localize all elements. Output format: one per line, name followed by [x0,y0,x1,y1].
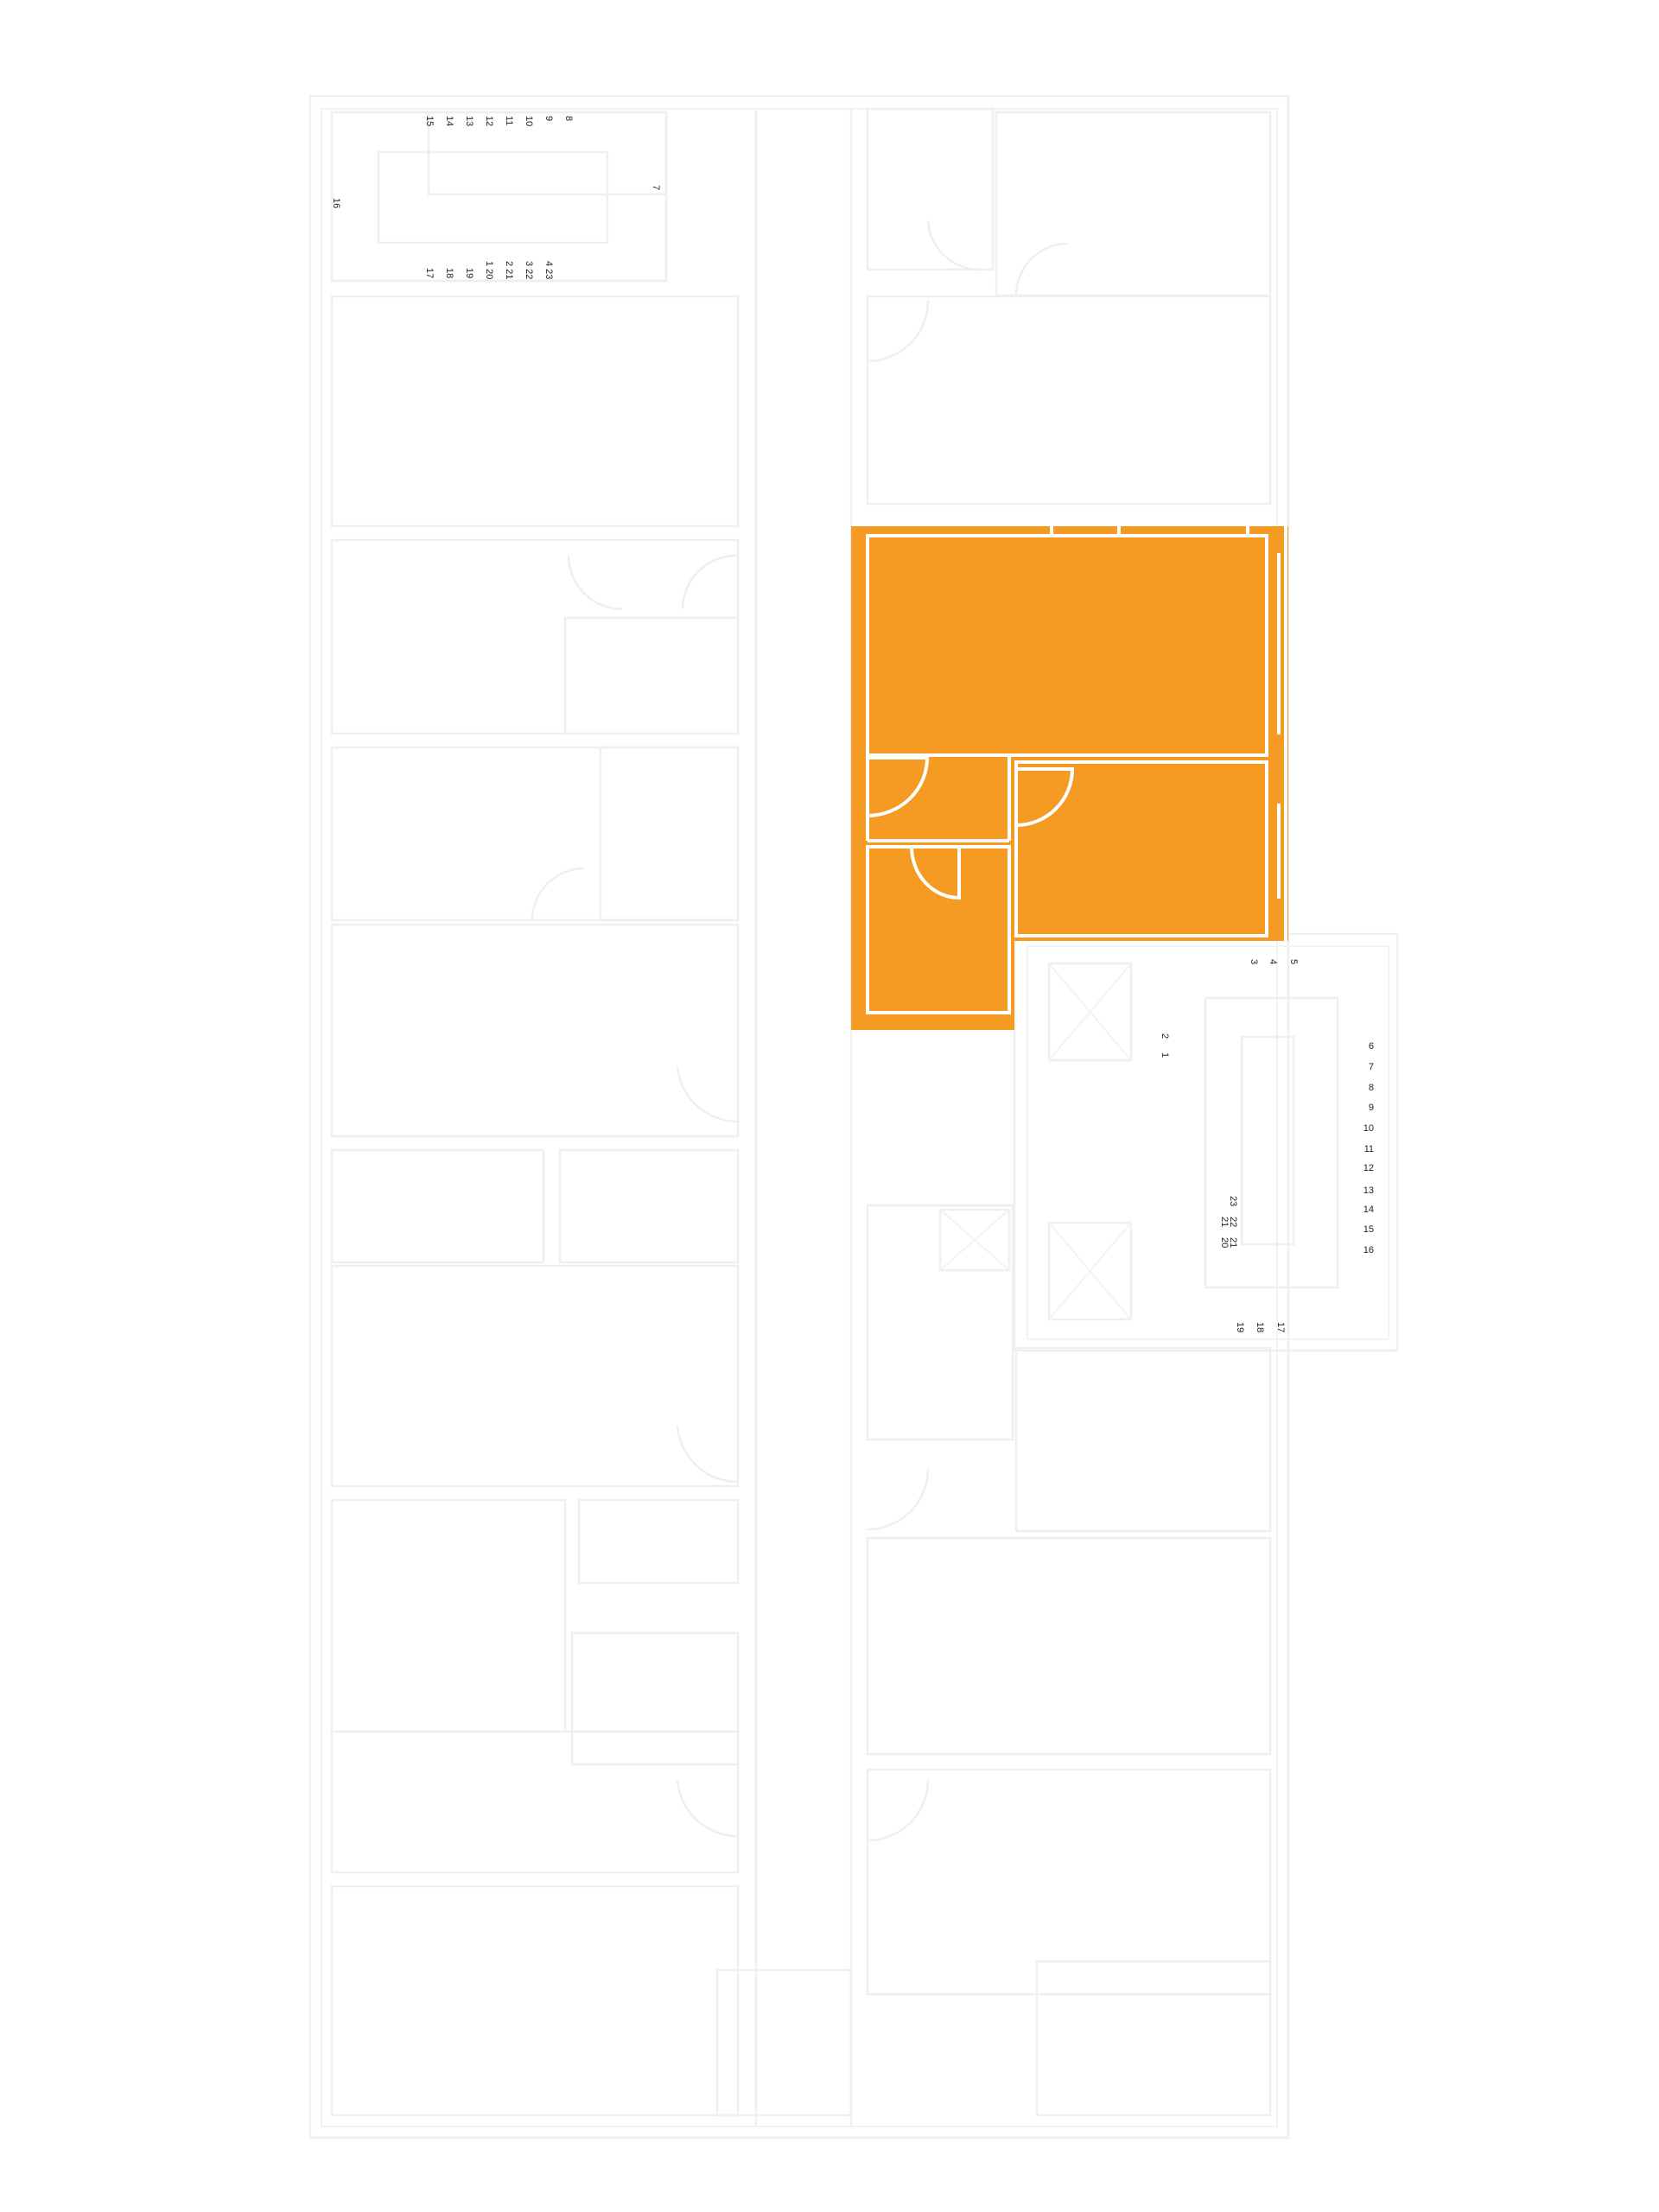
step-number: 15 [424,116,435,126]
bedroom-door[interactable] [1015,767,1075,827]
step-number: 1 [1160,1052,1170,1058]
step-number: 2 21 [504,261,514,279]
step-number: 7 [1369,1062,1374,1072]
step-number: 14 [1363,1205,1374,1215]
step-number: 23 [1228,1196,1238,1206]
step-number: 22 [1228,1217,1238,1227]
step-number: 10 [524,116,534,126]
step-number: 18 [444,268,454,278]
stair-numbers-top-left: 15 14 13 12 11 10 9 8 7 16 17 18 19 1 20… [331,116,661,279]
stair-numbers-right: 3 4 5 2 1 6 7 8 9 10 11 12 13 14 15 16 2… [1160,959,1374,1332]
step-number: 8 [563,116,574,121]
step-number: 14 [444,116,454,126]
step-number: 8 [1369,1083,1374,1093]
step-number: 4 23 [543,261,554,279]
step-number: 2 [1160,1033,1170,1039]
step-number: 11 [1364,1144,1374,1154]
living-room[interactable] [866,534,1268,757]
apartment-fill [851,526,1288,1030]
step-number: 21 [1219,1217,1230,1227]
step-number: 18 [1255,1322,1265,1332]
step-number: 4 [1268,959,1278,964]
bathroom[interactable] [866,845,1011,1014]
step-number: 12 [1363,1163,1374,1173]
step-number: 15 [1363,1224,1374,1235]
highlighted-apartment[interactable] [851,526,1288,1030]
step-number: 16 [1363,1245,1374,1255]
building-walls [308,94,1399,2139]
step-number: 3 22 [524,261,534,279]
step-number: 20 [1219,1237,1230,1248]
step-number: 6 [1369,1041,1374,1052]
step-number: 10 [1363,1123,1374,1134]
bedroom[interactable] [1014,760,1268,938]
step-number: 7 [651,185,661,190]
step-number: 16 [331,198,341,208]
step-number: 19 [464,268,474,278]
bathroom-door[interactable] [910,846,961,900]
step-number: 21 [1228,1237,1238,1248]
entry-door[interactable] [867,756,930,817]
step-number: 19 [1235,1322,1245,1332]
step-number: 17 [1275,1322,1286,1332]
step-number: 12 [484,116,494,126]
step-number: 13 [1363,1185,1374,1196]
step-number: 17 [424,268,435,278]
step-number: 1 20 [484,261,494,279]
step-number: 9 [1369,1103,1374,1113]
step-number: 9 [543,116,554,121]
step-number: 3 [1249,959,1259,964]
step-number: 5 [1288,959,1299,964]
step-number: 13 [464,116,474,126]
step-number: 11 [504,116,514,125]
